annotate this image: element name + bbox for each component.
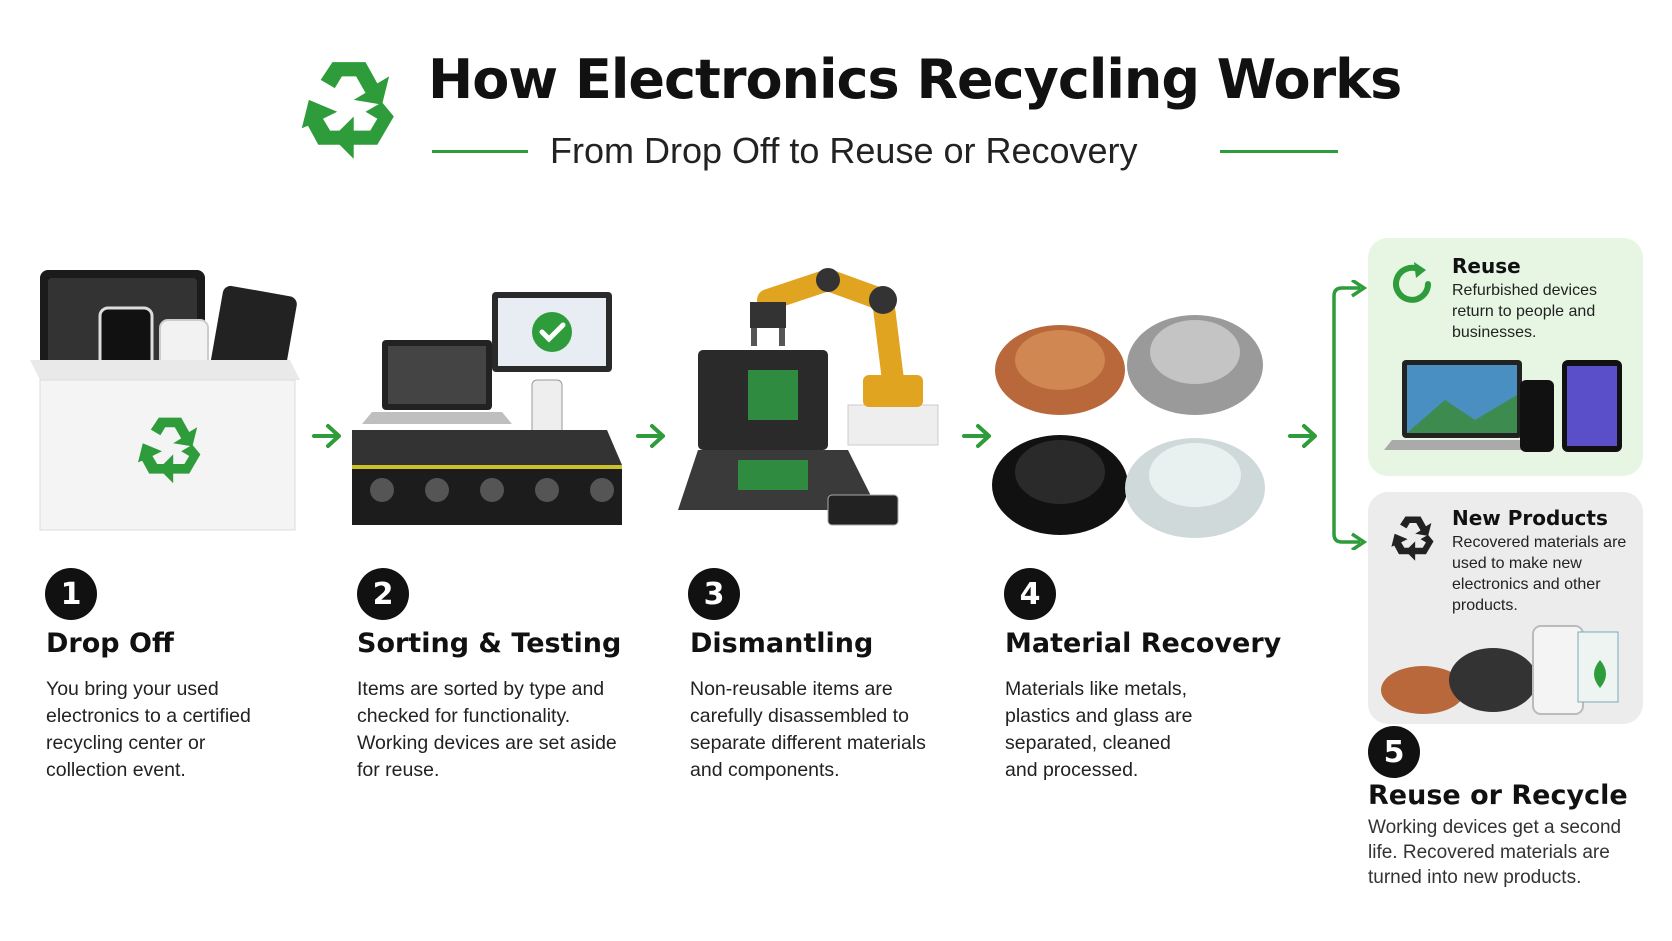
- refresh-icon: [1393, 262, 1431, 303]
- step-4-badge: 4: [1004, 568, 1056, 620]
- box-of-devices-icon: [30, 270, 300, 531]
- arrow-right-icon: [1286, 418, 1322, 454]
- subtitle-rule-left: [432, 150, 528, 153]
- reuse-description: Refurbished devices return to people and…: [1452, 282, 1597, 341]
- step-2-badge: 2: [357, 568, 409, 620]
- recycle-logo-icon: [290, 48, 408, 166]
- new-products-title: New Products: [1452, 506, 1608, 530]
- new-products-panel: New Products Recovered materials are use…: [1368, 492, 1643, 724]
- recovered-materials-icon: [1381, 625, 1619, 715]
- step-3-description: Non-reusable items are carefully disasse…: [690, 678, 926, 781]
- material-piles-icon: [992, 315, 1265, 538]
- step-2-title: Sorting & Testing: [357, 628, 622, 659]
- reuse-title: Reuse: [1452, 254, 1521, 278]
- step-4-description: Materials like metals, plastics and glas…: [1005, 678, 1193, 781]
- step-2-description: Items are sorted by type and checked for…: [357, 678, 617, 781]
- reuse-panel: Reuse Refurbished devices return to peop…: [1368, 238, 1643, 476]
- page-subtitle: From Drop Off to Reuse or Recovery: [550, 130, 1138, 171]
- step-5-description: Working devices get a second life. Recov…: [1368, 817, 1622, 888]
- new-products-description: Recovered materials are used to make new…: [1452, 534, 1627, 614]
- subtitle-rule-right: [1220, 150, 1338, 153]
- step-1-badge: 1: [45, 568, 97, 620]
- arrow-right-icon: [310, 418, 346, 454]
- branch-connector-icon: [1332, 280, 1368, 550]
- step-3-badge: 3: [688, 568, 740, 620]
- page-title: How Electronics Recycling Works: [428, 48, 1402, 111]
- recycle-icon: [1386, 510, 1440, 564]
- conveyor-belt-icon: [352, 292, 622, 525]
- refurbished-devices-icon: [1384, 360, 1622, 452]
- step-3-title: Dismantling: [690, 628, 874, 659]
- robot-arm-icon: [678, 268, 939, 526]
- step-1-description: You bring your used electronics to a cer…: [46, 678, 251, 781]
- step-1-title: Drop Off: [46, 628, 174, 659]
- step-5-badge: 5: [1368, 726, 1420, 778]
- step-4-title: Material Recovery: [1005, 628, 1282, 659]
- arrow-right-icon: [634, 418, 670, 454]
- step-5-title: Reuse or Recycle: [1368, 780, 1628, 811]
